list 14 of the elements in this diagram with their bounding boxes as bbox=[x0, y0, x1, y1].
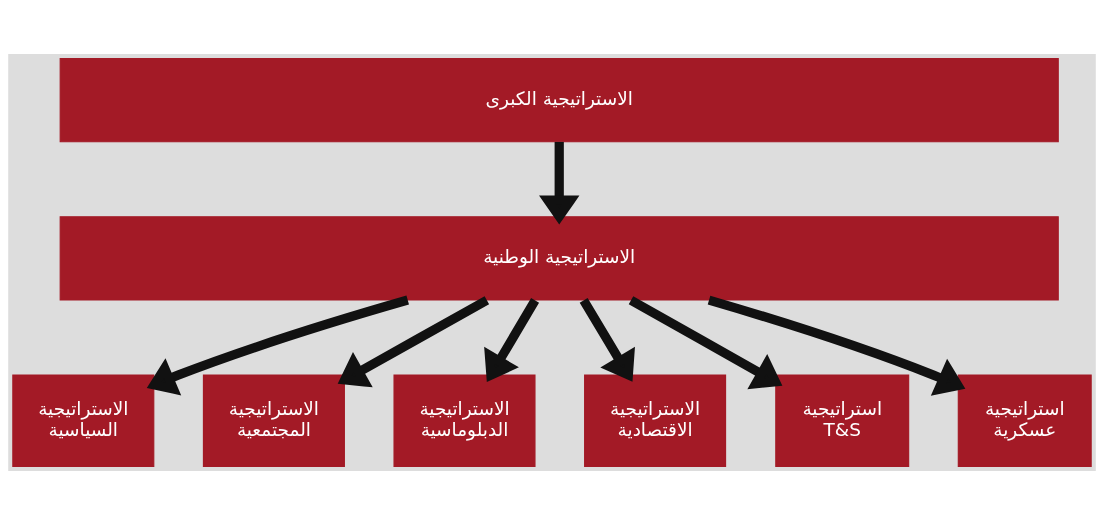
arrow bbox=[579, 298, 635, 382]
node-box: الاستراتيجية الدبلوماسية bbox=[393, 374, 536, 467]
arrow bbox=[484, 298, 540, 382]
node-box: الاستراتيجية الكبرى bbox=[59, 58, 1059, 143]
arrow bbox=[146, 295, 409, 396]
node-box: الاستراتيجية الاقتصادية bbox=[584, 374, 727, 467]
node-box: الاستراتيجية السياسية bbox=[12, 374, 155, 467]
arrow bbox=[337, 296, 490, 388]
node-box: الاستراتيجية الوطنية bbox=[59, 216, 1059, 301]
arrow bbox=[628, 296, 783, 390]
arrow bbox=[707, 295, 966, 396]
node-box: استراتيجية عسكرية bbox=[957, 374, 1092, 467]
node-box: الاستراتيجية المجتمعية bbox=[202, 374, 345, 467]
arrow bbox=[539, 141, 580, 225]
